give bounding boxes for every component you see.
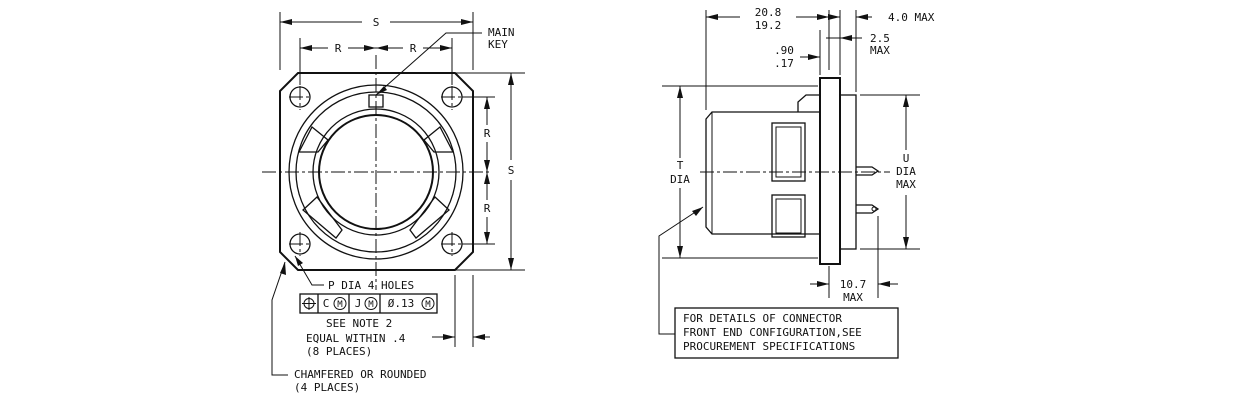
note-line2: FRONT END CONFIGURATION,SEE	[683, 326, 862, 339]
solder-pins	[856, 166, 880, 214]
dim-r-lower-label: R	[484, 202, 491, 215]
t-label: T	[677, 159, 684, 172]
u-max-label: MAX	[896, 178, 916, 191]
note-line1: FOR DETAILS OF CONNECTOR	[683, 312, 842, 325]
flange-side	[819, 77, 841, 265]
dim-10-7: 10.7	[840, 278, 867, 291]
note-line3: PROCUREMENT SPECIFICATIONS	[683, 340, 855, 353]
dim-s-right: S	[456, 72, 525, 271]
dim-4-0-label: 4.0 MAX	[888, 11, 935, 24]
insert-block-upper	[771, 122, 806, 182]
dim-2-5-max-label: MAX	[870, 44, 890, 57]
fcf-datum-c: C	[323, 297, 330, 310]
t-dia-label: DIA	[670, 173, 690, 186]
dim-10-7-max-label: MAX	[843, 291, 863, 304]
dim-r-right: R R	[462, 96, 495, 245]
dim-10-7-max: 10.7 MAX	[810, 216, 898, 304]
feature-control-frame: C M J M Ø.13 M	[299, 293, 438, 314]
barrel-outline	[705, 111, 821, 235]
dim-2-5-max: 2.5 MAX	[826, 32, 890, 57]
flange-outline	[279, 72, 474, 271]
front-end-note: FOR DETAILS OF CONNECTOR FRONT END CONFI…	[658, 206, 899, 359]
equal-within-line2: (8 PLACES)	[306, 345, 372, 358]
main-key-line1: MAIN	[488, 26, 515, 39]
holes-note: P DIA 4 HOLES	[328, 279, 414, 292]
chamfer-line2: (4 PLACES)	[294, 381, 360, 394]
fcf-datum-j: J	[355, 297, 362, 310]
u-label: U	[903, 152, 910, 165]
dim-s-top: S	[279, 12, 474, 70]
main-key-callout: MAIN KEY	[375, 26, 515, 96]
fcf-tolerance: Ø.13	[388, 297, 415, 310]
insert-block-lower	[771, 194, 806, 238]
dim-90: .90	[774, 44, 794, 57]
dim-overall-length: 20.8 19.2	[705, 6, 830, 110]
hole-callout: P DIA 4 HOLES	[294, 255, 414, 292]
dim-t-dia: T DIA	[662, 85, 818, 259]
dim-2-5-label: 2.5	[870, 32, 890, 45]
fcf-mod-1: M	[337, 300, 343, 310]
front-view: S R R MAIN KEY	[262, 12, 525, 394]
equal-within-note: EQUAL WITHIN .4 (8 PLACES)	[306, 275, 490, 358]
main-key-line2: KEY	[488, 38, 508, 51]
dim-90-17: .90 .17	[774, 30, 821, 75]
fcf-mod-3: M	[425, 300, 431, 310]
dim-17: .17	[774, 57, 794, 70]
dim-19-2: 19.2	[755, 19, 782, 32]
bayonet-lugs	[297, 125, 455, 239]
dim-s-top-label: S	[373, 16, 380, 29]
chamfer-callout: CHAMFERED OR ROUNDED (4 PLACES)	[271, 261, 426, 394]
fcf-mod-2: M	[368, 300, 374, 310]
dim-r-upper-label: R	[484, 127, 491, 140]
dim-s-right-label: S	[508, 164, 515, 177]
dim-r-left-label: R	[335, 42, 342, 55]
dim-20-8: 20.8	[755, 6, 782, 19]
see-note: SEE NOTE 2	[326, 317, 392, 330]
dim-u-dia: U DIA MAX	[860, 94, 920, 250]
u-dia-label: DIA	[896, 165, 916, 178]
dim-4-0-max: 4.0 MAX	[828, 10, 935, 92]
equal-within-line1: EQUAL WITHIN .4	[306, 332, 406, 345]
dim-r-right-label: R	[410, 42, 417, 55]
chamfer-line1: CHAMFERED OR ROUNDED	[294, 368, 426, 381]
dim-r-top: R R	[299, 38, 453, 85]
side-view: 20.8 19.2 4.0 MAX 2.5 MAX .90 .17	[658, 6, 935, 359]
